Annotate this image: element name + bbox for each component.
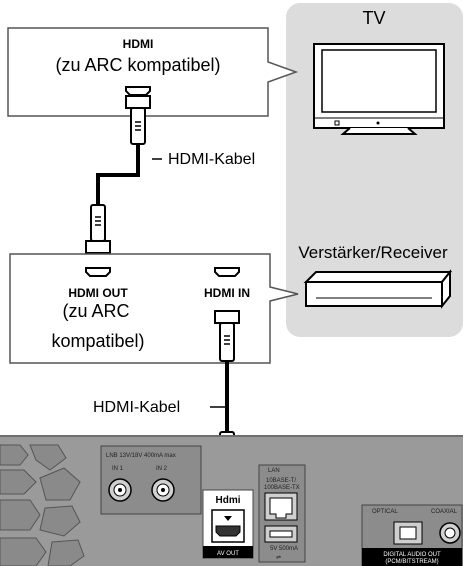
in1-connector-icon	[108, 478, 132, 502]
usb-icon: ⇌	[276, 554, 281, 561]
usb-port-icon	[264, 525, 298, 543]
hdmi-out-label: HDMI OUT	[68, 286, 128, 300]
fan-vent	[0, 444, 85, 566]
optical-label: OPTICAL	[372, 509, 398, 515]
lan-spec-line2: 100BASE-TX	[264, 485, 300, 491]
av-out-label: AV OUT	[217, 551, 239, 557]
receiver-icon	[303, 269, 453, 309]
tv-hdmi-port-icon	[125, 86, 151, 96]
in2-label: IN 2	[156, 466, 168, 472]
in1-label: IN 1	[112, 466, 124, 472]
coaxial-port-icon	[439, 522, 461, 544]
hdmi-in-label: HDMI IN	[204, 286, 250, 300]
lnb-label: LNB 13V/18V 400mA max	[106, 453, 176, 459]
lan-spec-line1: 10BASE-T/	[266, 478, 296, 484]
receiver-label: Verstärker/Receiver	[298, 243, 448, 262]
cable-top-label: HDMI-Kabel	[168, 151, 255, 168]
recorder-back-panel: LNB 13V/18V 400mA max IN 1 IN 2 Hdmi AV …	[0, 435, 463, 566]
cable-bottom-label: HDMI-Kabel	[93, 399, 180, 416]
hdmi-logo: Hdmi	[216, 495, 241, 506]
tv-label: TV	[362, 8, 385, 28]
coaxial-label: COAXIAL	[431, 509, 458, 515]
hdmi-cable-top	[85, 95, 151, 254]
optical-port-icon	[393, 521, 423, 545]
digital-audio-line2: (PCM/BITSTREAM)	[385, 559, 438, 565]
lan-port-icon	[264, 492, 298, 521]
tv-icon	[313, 43, 445, 135]
hdmi-out-note-line2: kompatibel)	[51, 331, 144, 351]
usb-spec: 5V 500mA	[270, 546, 298, 552]
hdmi-in-port-icon	[214, 267, 240, 277]
tv-callout-title: HDMI	[123, 37, 154, 51]
lan-label: LAN	[268, 468, 280, 474]
tv-callout-subtitle: (zu ARC kompatibel)	[55, 55, 220, 75]
in2-connector-icon	[151, 478, 175, 502]
digital-audio-line1: DIGITAL AUDIO OUT	[383, 552, 441, 558]
tv-callout-box	[7, 27, 299, 117]
hdmi-out-note-line1: (zu ARC	[62, 301, 129, 321]
av-out-port-icon	[211, 509, 245, 543]
hdmi-out-port-icon	[85, 267, 111, 277]
